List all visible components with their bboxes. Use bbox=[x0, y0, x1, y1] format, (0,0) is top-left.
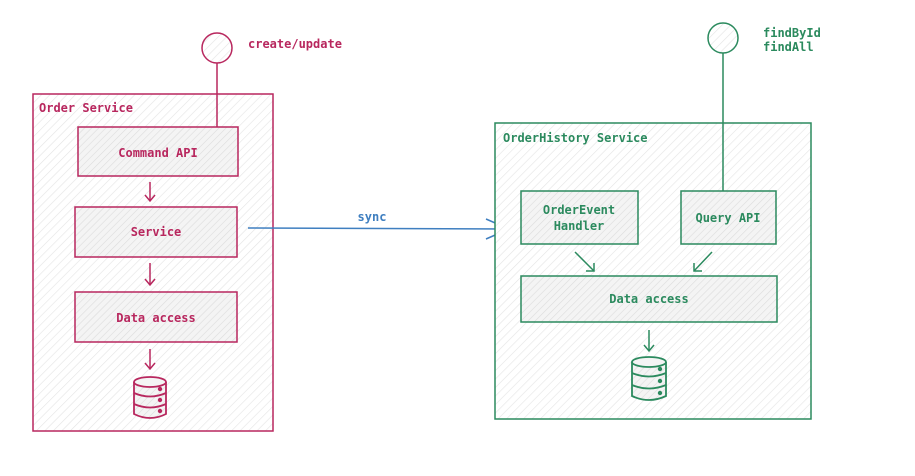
endpoint-circle-icon bbox=[707, 22, 739, 54]
order-data-access-label: Data access bbox=[116, 311, 195, 325]
sync-label: sync bbox=[358, 210, 387, 224]
database-icon bbox=[631, 356, 667, 401]
order-data-access-box: Data access bbox=[74, 291, 238, 343]
create-update-endpoint: create/update bbox=[201, 32, 342, 127]
history-data-access-box: Data access bbox=[520, 275, 778, 323]
query-api-box: Query API bbox=[680, 190, 777, 245]
event-handler-label-line1: OrderEvent bbox=[543, 203, 615, 217]
order-history-service-title: OrderHistory Service bbox=[503, 131, 648, 145]
arrow-data-to-db bbox=[144, 349, 156, 371]
create-update-label: create/update bbox=[248, 37, 342, 51]
query-api-label: Query API bbox=[695, 211, 760, 225]
service-label: Service bbox=[131, 225, 182, 239]
database-icon bbox=[133, 376, 167, 419]
event-handler-label-line2: Handler bbox=[554, 219, 605, 233]
arrow-service-to-data bbox=[144, 263, 156, 287]
arrow-command-to-service bbox=[144, 182, 156, 203]
find-endpoint: findById findAll bbox=[707, 22, 821, 191]
command-api-label: Command API bbox=[118, 146, 197, 160]
arrow-handler-to-data bbox=[574, 251, 595, 272]
command-api-box: Command API bbox=[77, 126, 239, 177]
arrow-query-to-data bbox=[693, 251, 713, 272]
history-data-access-label: Data access bbox=[609, 292, 688, 306]
order-event-handler-box: OrderEvent Handler bbox=[520, 190, 639, 245]
service-box: Service bbox=[74, 206, 238, 258]
arrow-history-data-to-db bbox=[643, 330, 655, 353]
order-service-title: Order Service bbox=[39, 101, 133, 115]
find-by-id-label: findById bbox=[763, 26, 821, 40]
endpoint-circle-icon bbox=[201, 32, 233, 64]
find-all-label: findAll bbox=[763, 40, 814, 54]
